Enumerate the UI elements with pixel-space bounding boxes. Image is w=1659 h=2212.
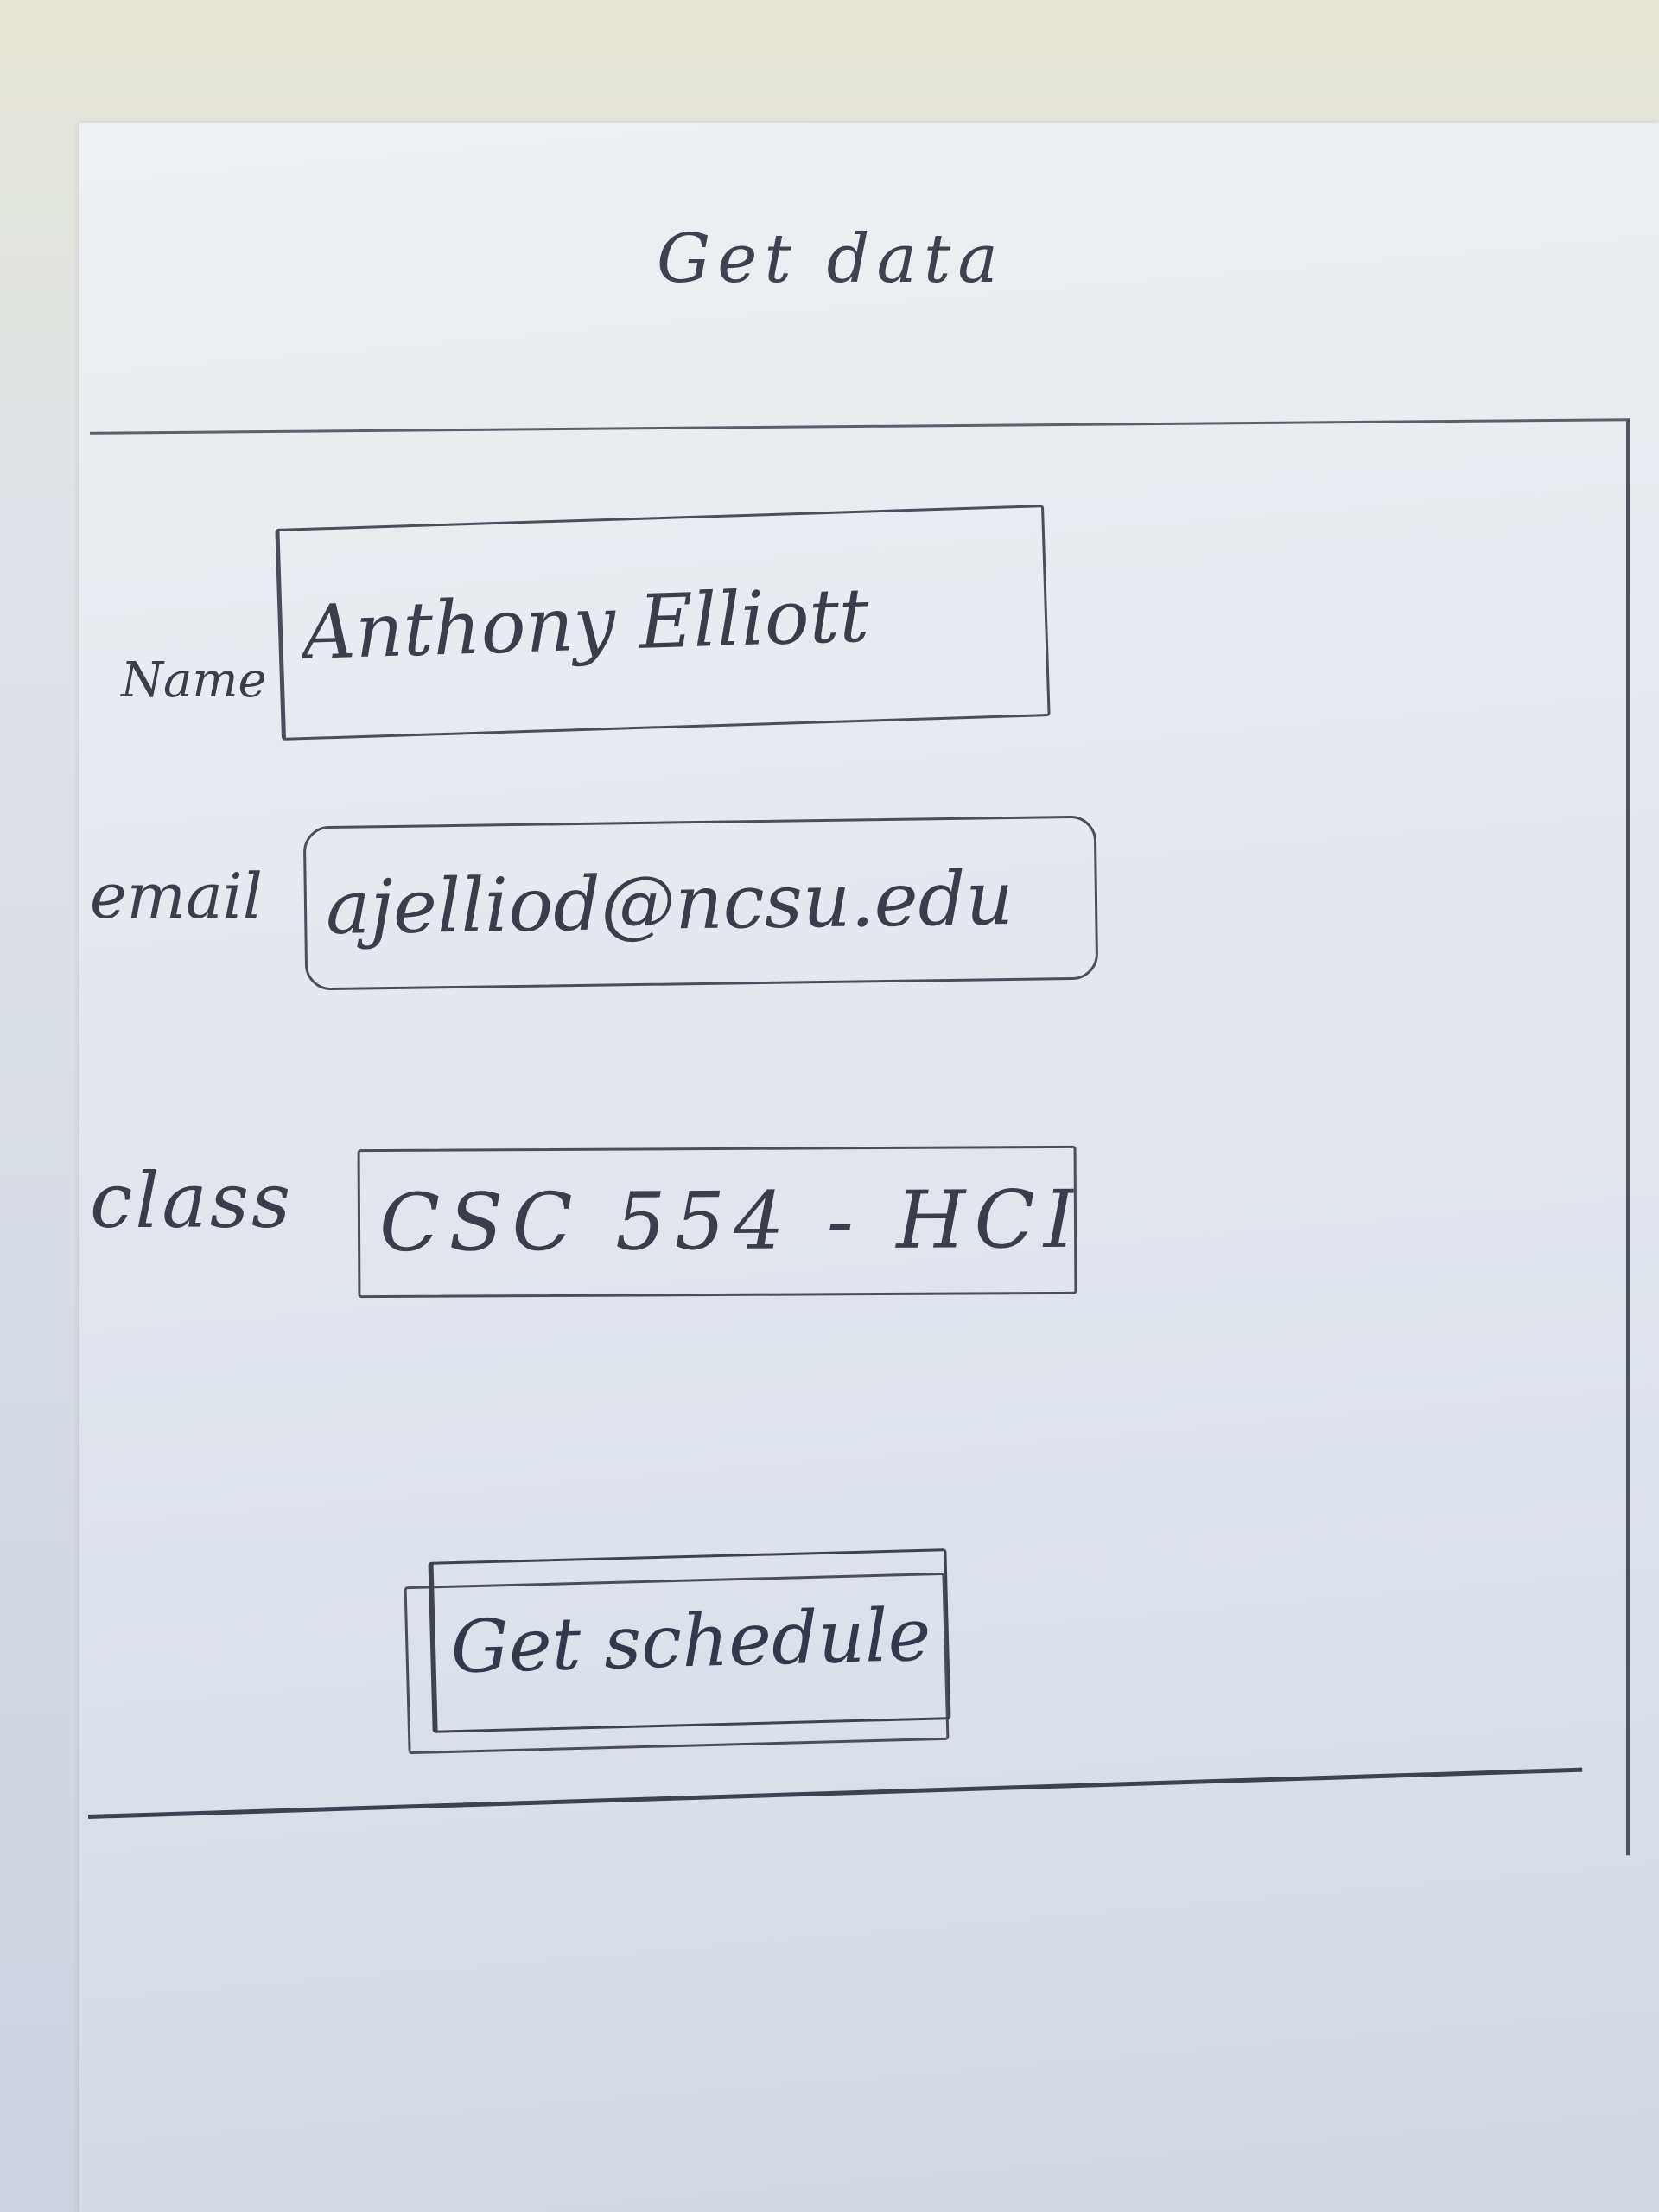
name-label: Name (121, 652, 267, 709)
get-schedule-button-group: Get schedule (399, 1548, 952, 1755)
email-label: email (90, 860, 263, 932)
email-input[interactable] (302, 815, 1099, 991)
class-label: class (90, 1156, 294, 1245)
page-title: Get data (657, 220, 1005, 298)
get-schedule-button[interactable]: Get schedule (428, 1548, 951, 1733)
name-input[interactable] (275, 505, 1051, 741)
class-input[interactable] (357, 1145, 1077, 1299)
